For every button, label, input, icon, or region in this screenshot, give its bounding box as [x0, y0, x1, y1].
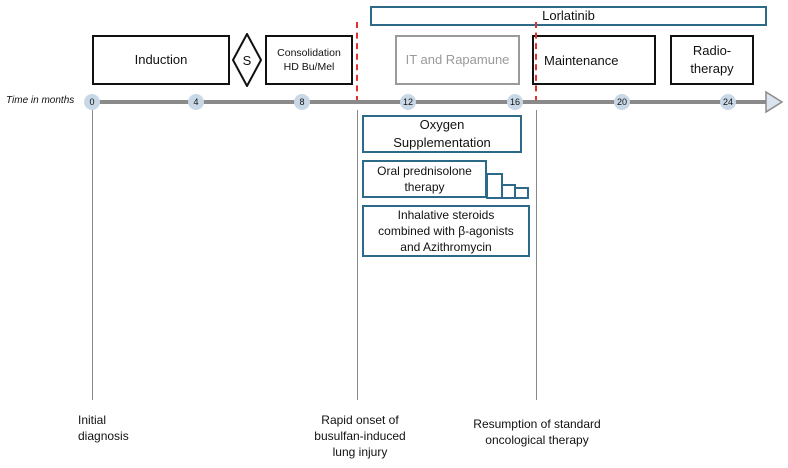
lorlatinib-bar: Lorlatinib [370, 6, 767, 26]
tick-label: 0 [89, 97, 95, 107]
tick-24: 24 [720, 94, 736, 110]
radiotherapy-box: Radio- therapy [670, 35, 754, 85]
prednisolone-label: Oral prednisolone therapy [377, 163, 472, 194]
prednisolone-box: Oral prednisolone therapy [362, 160, 487, 198]
inhalative-label: Inhalative steroids combined with β-agon… [378, 207, 514, 255]
tick-20: 20 [614, 94, 630, 110]
maintenance-label: Maintenance [544, 52, 619, 68]
resumption-line [536, 110, 537, 400]
consolidation-box: Consolidation HD Bu/Mel [265, 35, 353, 85]
tick-label: 20 [616, 97, 627, 107]
oxygen-box: Oxygen Supplementation [362, 115, 522, 153]
tick-0: 0 [84, 94, 100, 110]
radiotherapy-label: Radio- therapy [690, 43, 734, 76]
tick-label: 4 [193, 97, 199, 107]
lorlatinib-label: Lorlatinib [542, 7, 595, 23]
axis-title: Time in months [6, 95, 75, 106]
tick-12: 12 [400, 94, 416, 110]
maintenance-box: Maintenance [532, 35, 656, 85]
resumption-dashed-marker [535, 22, 537, 102]
consolidation-label: Consolidation HD Bu/Mel [277, 46, 341, 73]
tick-8: 8 [294, 94, 310, 110]
inhalative-box: Inhalative steroids combined with β-agon… [362, 205, 530, 257]
s-marker-label: S [243, 53, 252, 68]
induction-box: Induction [92, 35, 230, 85]
tick-label: 24 [722, 97, 733, 107]
s-diamond: S [232, 33, 262, 87]
tick-16: 16 [507, 94, 523, 110]
induction-label: Induction [134, 51, 188, 67]
tick-4: 4 [188, 94, 204, 110]
tick-label: 12 [402, 97, 413, 107]
initial-diagnosis-label: Initial diagnosis [78, 413, 129, 444]
prednisolone-taper-steps [486, 173, 529, 199]
initial-diagnosis-line [92, 110, 93, 400]
onset-dashed-marker [356, 22, 358, 102]
resumption-label: Resumption of standard oncological thera… [473, 417, 601, 448]
tick-label: 16 [509, 97, 520, 107]
it-rapamune-box: IT and Rapamune [395, 35, 520, 85]
oxygen-label: Oxygen Supplementation [393, 117, 491, 150]
onset-line [357, 110, 358, 400]
tick-label: 8 [299, 97, 305, 107]
it-rapamune-label: IT and Rapamune [405, 51, 510, 67]
onset-label: Rapid onset of busulfan-induced lung inj… [314, 413, 406, 460]
